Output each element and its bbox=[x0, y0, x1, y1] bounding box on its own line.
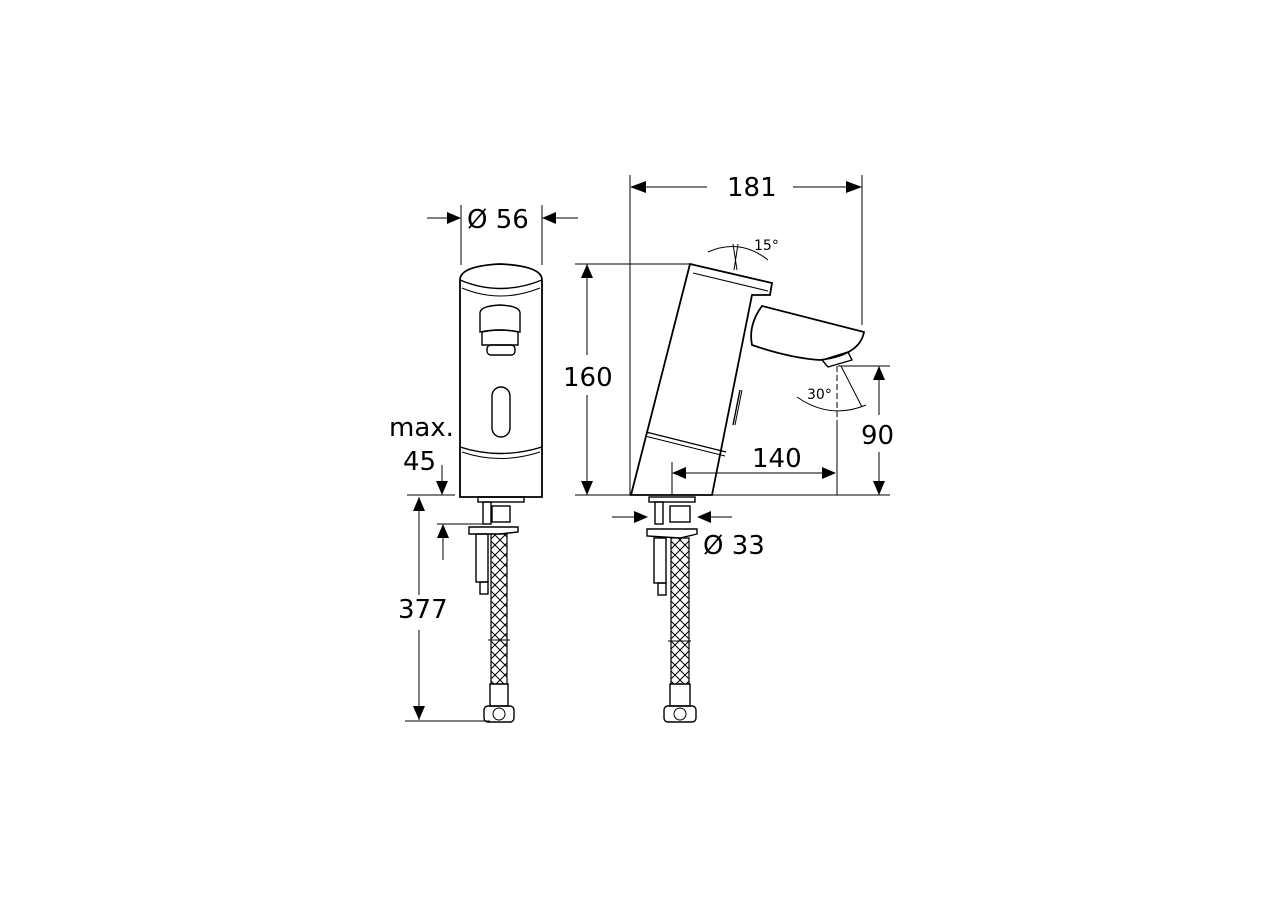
diameter-33-dimension: Ø 33 bbox=[612, 511, 765, 561]
max-45-dimension: max. 45 bbox=[389, 413, 490, 560]
angle-30-label: 30° bbox=[807, 387, 832, 403]
max-label: max. bbox=[389, 413, 454, 443]
spout-height-90-dimension: 90 bbox=[836, 365, 894, 495]
hose-assembly-side bbox=[646, 496, 698, 723]
hose-length-label: 377 bbox=[398, 595, 448, 625]
height-160-label: 160 bbox=[563, 363, 613, 393]
diameter-56-label: Ø 56 bbox=[467, 205, 529, 235]
length-181-label: 181 bbox=[727, 173, 777, 203]
spout-height-label: 90 bbox=[861, 421, 894, 451]
angle-15-annotation: 15° bbox=[707, 238, 779, 271]
front-view: Ø 56 max. 45 bbox=[389, 205, 578, 723]
reach-140-dimension: 140 bbox=[671, 444, 836, 495]
side-view: 181 160 bbox=[563, 173, 894, 723]
hose-length-377-dimension: 377 bbox=[398, 497, 490, 722]
diameter-33-label: Ø 33 bbox=[703, 531, 765, 561]
length-181-dimension: 181 bbox=[629, 173, 863, 495]
reach-140-label: 140 bbox=[752, 444, 802, 474]
angle-30-annotation: 30° bbox=[796, 365, 867, 420]
angle-15-label: 15° bbox=[754, 238, 779, 254]
height-160-dimension: 160 bbox=[563, 263, 693, 495]
max-value-label: 45 bbox=[403, 447, 436, 477]
faucet-body-front bbox=[459, 263, 543, 498]
hose-assembly-front bbox=[468, 496, 525, 723]
faucet-body-side bbox=[629, 262, 866, 496]
diameter-56-dimension: Ø 56 bbox=[427, 205, 578, 265]
